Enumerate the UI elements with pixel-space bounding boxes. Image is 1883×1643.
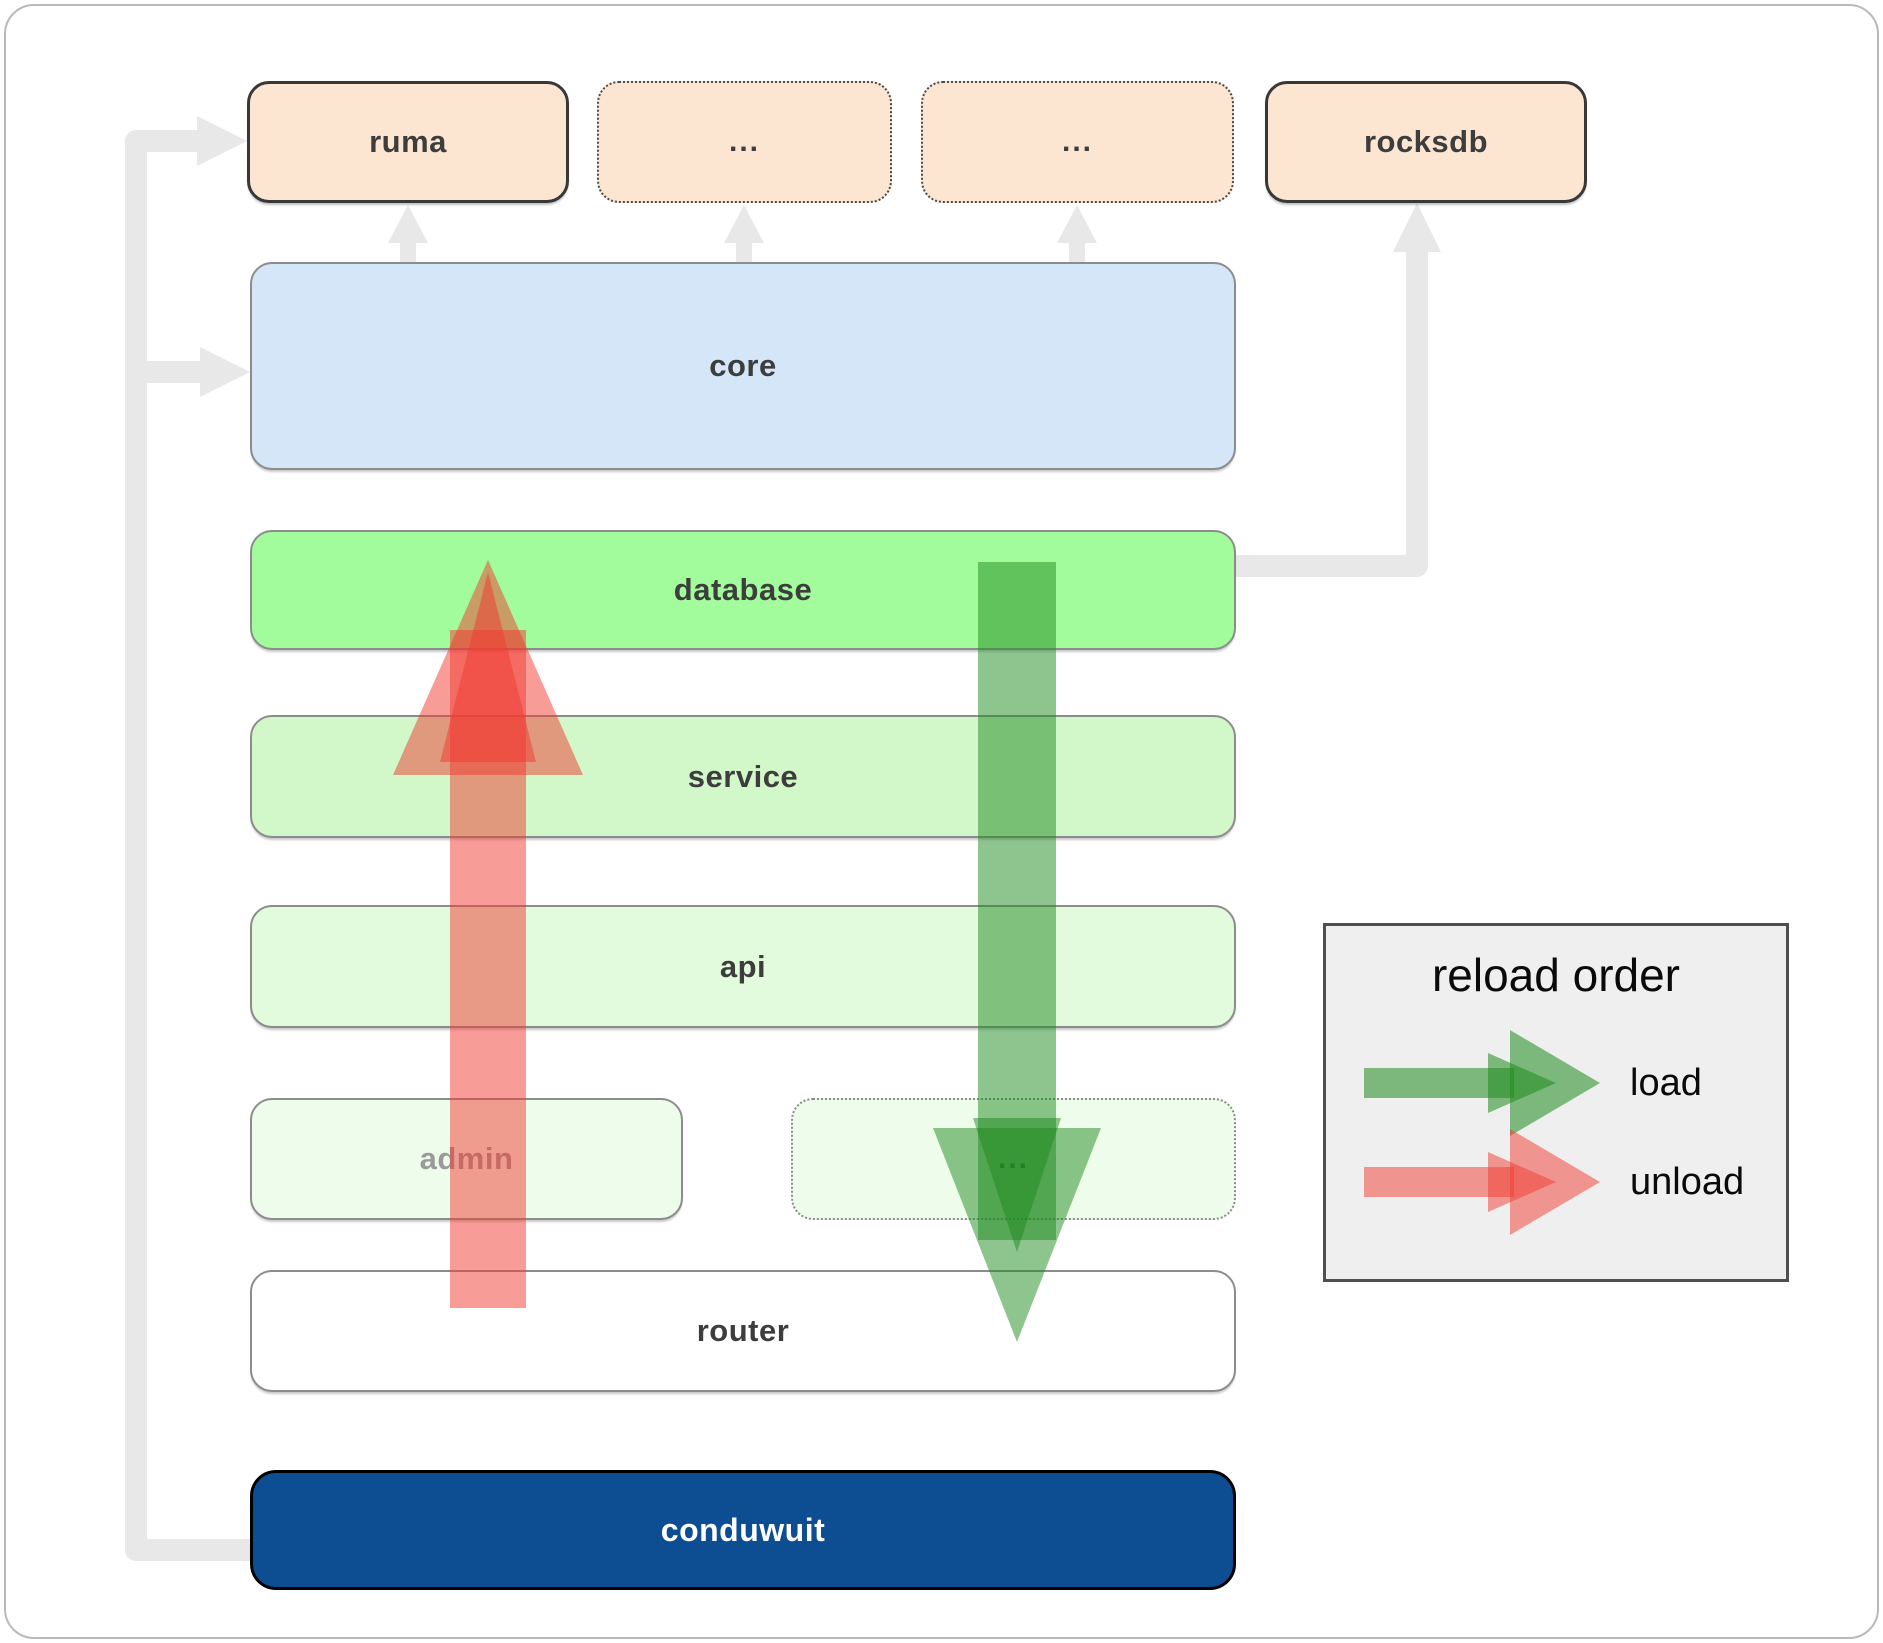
arrowhead-into-core	[200, 347, 250, 397]
node-dots-top-2-label: ...	[1061, 125, 1093, 158]
node-dots-top-2: ...	[921, 81, 1234, 203]
core-to-dots1-arrowhead	[724, 205, 764, 243]
node-dots-top-1: ...	[597, 81, 892, 203]
conduwuit-to-ruma-connector	[125, 130, 252, 1561]
legend-load-label: load	[1630, 1062, 1702, 1104]
node-dots-top-1-label: ...	[728, 125, 760, 158]
node-dots-mid-label: ...	[997, 1142, 1029, 1175]
arrowhead-into-ruma	[197, 116, 247, 166]
core-to-dots2-arrowhead	[1057, 205, 1097, 243]
node-conduwuit-label: conduwuit	[660, 1511, 826, 1548]
node-ruma-label: ruma	[369, 124, 447, 159]
node-dots-mid: ...	[791, 1098, 1236, 1220]
legend-unload-label: unload	[1630, 1161, 1745, 1203]
node-conduwuit: conduwuit	[250, 1470, 1236, 1590]
node-service-label: service	[687, 758, 799, 794]
node-api-label: api	[719, 948, 767, 984]
arrowhead-into-rocksdb	[1393, 203, 1441, 252]
node-rocksdb-label: rocksdb	[1363, 124, 1489, 159]
node-rocksdb: rocksdb	[1265, 81, 1587, 203]
node-admin: admin	[250, 1098, 683, 1220]
core-to-ruma-arrowhead	[388, 205, 428, 243]
node-database: database	[250, 530, 1236, 650]
legend-title: reload order	[1431, 949, 1681, 1001]
node-router-label: router	[696, 1313, 790, 1348]
node-router: router	[250, 1270, 1236, 1392]
node-service: service	[250, 715, 1236, 838]
node-api: api	[250, 905, 1236, 1028]
node-admin-label: admin	[419, 1141, 514, 1176]
node-ruma: ruma	[247, 81, 569, 203]
database-to-rocksdb-connector	[1234, 252, 1428, 577]
node-core-label: core	[709, 348, 777, 383]
node-database-label: database	[673, 572, 813, 607]
node-core: core	[250, 262, 1236, 470]
